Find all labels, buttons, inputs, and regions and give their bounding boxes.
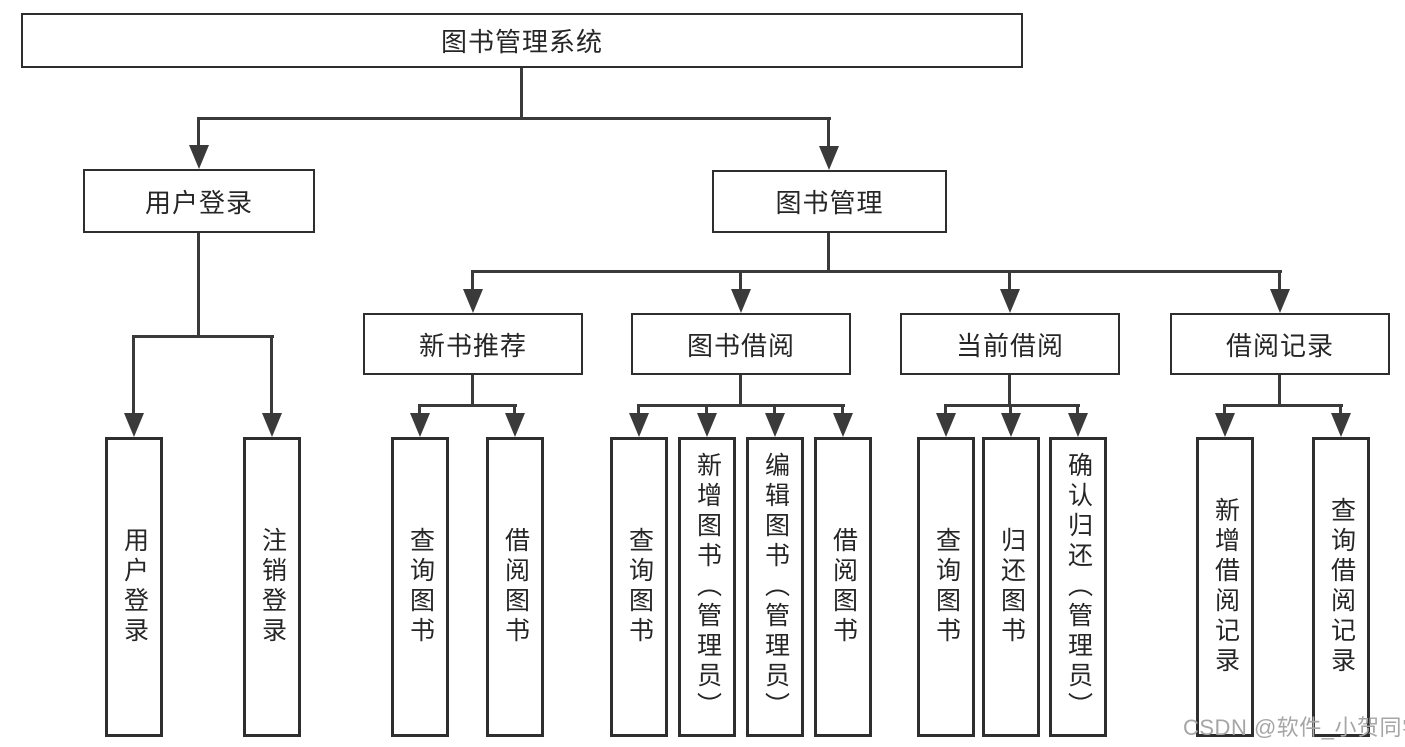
arrowhead-new-book — [463, 289, 483, 313]
leaf-query-books-borrow: 查询图书 — [610, 437, 668, 737]
leaf-logout: 注销登录 — [243, 437, 301, 737]
leaf-query-books-current-label: 查询图书 — [932, 527, 961, 647]
leaf-query-borrow-record-label: 查询借阅记录 — [1327, 497, 1356, 677]
arrowhead-leaf-query-record — [1331, 413, 1351, 437]
arrowhead-leaf-add-record — [1215, 413, 1235, 437]
connector-level3-branch — [471, 270, 1282, 273]
arrowhead-book-management — [819, 146, 839, 170]
arrowhead-book-borrow — [731, 289, 751, 313]
arrowhead-leaf-return-book — [1001, 413, 1021, 437]
connector-new-book-stub — [471, 373, 474, 406]
arrowhead-leaf-logout — [262, 413, 282, 437]
leaf-query-books-borrow-label: 查询图书 — [625, 527, 654, 647]
connector-current-borrow-branch — [944, 404, 1080, 407]
leaf-user-login: 用户登录 — [105, 437, 163, 737]
leaf-logout-label: 注销登录 — [258, 527, 287, 647]
connector-to-leaf-query-current — [944, 404, 947, 418]
connector-root-stub — [520, 66, 523, 119]
connector-to-leaf-query-record — [1339, 404, 1342, 418]
connector-to-leaf-query-borrow — [637, 404, 640, 418]
leaf-add-borrow-record: 新增借阅记录 — [1196, 437, 1254, 737]
arrowhead-leaf-query-borrow — [629, 413, 649, 437]
node-library-management-system: 图书管理系统 — [21, 13, 1023, 68]
node-borrowing-records: 借阅记录 — [1170, 313, 1390, 375]
connector-to-leaf-confirm-return — [1076, 404, 1079, 418]
node-current-borrowing: 当前借阅 — [900, 313, 1120, 375]
connector-to-book-borrow — [739, 270, 742, 292]
arrowhead-borrow-records — [1270, 289, 1290, 313]
connector-to-leaf-edit-book — [773, 404, 776, 418]
leaf-confirm-return-admin-label: 确认归还（管理员） — [1064, 452, 1093, 722]
leaf-add-book-admin-label: 新增图书（管理员） — [693, 452, 722, 722]
connector-new-book-branch — [419, 404, 517, 407]
connector-to-user-login — [197, 117, 200, 149]
connector-borrow-records-branch — [1223, 404, 1343, 407]
csdn-watermark: CSDN @软件_小贺同学 — [1183, 715, 1405, 740]
connector-to-leaf-borrow-books — [841, 404, 844, 418]
connector-to-leaf-logout — [270, 335, 273, 418]
connector-to-leaf-borrow-recommend — [513, 404, 516, 418]
arrowhead-leaf-add-book — [697, 413, 717, 437]
connector-to-leaf-user-login — [132, 335, 135, 418]
node-new-book-recommendation: 新书推荐 — [363, 313, 583, 375]
leaf-confirm-return-admin: 确认归还（管理员） — [1049, 437, 1107, 737]
leaf-return-book: 归还图书 — [982, 437, 1040, 737]
leaf-return-book-label: 归还图书 — [997, 527, 1026, 647]
connector-user-login-branch — [132, 335, 274, 338]
leaf-query-borrow-record: 查询借阅记录 — [1312, 437, 1370, 737]
leaf-add-book-admin: 新增图书（管理员） — [678, 437, 736, 737]
arrowhead-leaf-query-recommend — [410, 413, 430, 437]
arrowhead-leaf-borrow-books — [833, 413, 853, 437]
node-book-borrowing: 图书借阅 — [631, 313, 851, 375]
leaf-query-books-recommend-label: 查询图书 — [406, 527, 435, 647]
arrowhead-leaf-edit-book — [765, 413, 785, 437]
connector-borrow-records-stub — [1278, 373, 1281, 406]
leaf-borrow-books: 借阅图书 — [814, 437, 872, 737]
connector-to-leaf-add-record — [1223, 404, 1226, 418]
leaf-borrow-books-label: 借阅图书 — [829, 527, 858, 647]
connector-to-borrow-records — [1278, 270, 1281, 292]
leaf-query-books-recommend: 查询图书 — [391, 437, 449, 737]
leaf-query-books-current: 查询图书 — [917, 437, 975, 737]
leaf-edit-book-admin-label: 编辑图书（管理员） — [761, 452, 790, 722]
connector-level2-branch — [198, 117, 831, 120]
connector-to-leaf-return-book — [1009, 404, 1012, 418]
arrowhead-leaf-confirm-return — [1068, 413, 1088, 437]
arrowhead-leaf-borrow-recommend — [505, 413, 525, 437]
connector-to-current-borrow — [1008, 270, 1011, 292]
connector-book-borrow-stub — [739, 373, 742, 406]
arrowhead-user-login — [189, 145, 209, 169]
connector-to-book-management — [827, 117, 830, 150]
connector-to-leaf-add-book — [705, 404, 708, 418]
arrowhead-current-borrow — [1000, 289, 1020, 313]
node-user-login: 用户登录 — [83, 169, 315, 233]
leaf-borrow-books-recommend: 借阅图书 — [486, 437, 544, 737]
connector-current-borrow-stub — [1008, 373, 1011, 406]
leaf-edit-book-admin: 编辑图书（管理员） — [746, 437, 804, 737]
node-book-management: 图书管理 — [712, 170, 947, 233]
leaf-borrow-books-recommend-label: 借阅图书 — [501, 527, 530, 647]
connector-to-leaf-query-recommend — [418, 404, 421, 418]
arrowhead-leaf-query-current — [936, 413, 956, 437]
connector-to-new-book — [471, 270, 474, 292]
connector-book-management-stub — [827, 231, 830, 272]
connector-book-borrow-branch — [637, 404, 845, 407]
leaf-add-borrow-record-label: 新增借阅记录 — [1211, 497, 1240, 677]
connector-user-login-stub — [197, 231, 200, 337]
arrowhead-leaf-user-login — [124, 413, 144, 437]
leaf-user-login-label: 用户登录 — [120, 527, 149, 647]
